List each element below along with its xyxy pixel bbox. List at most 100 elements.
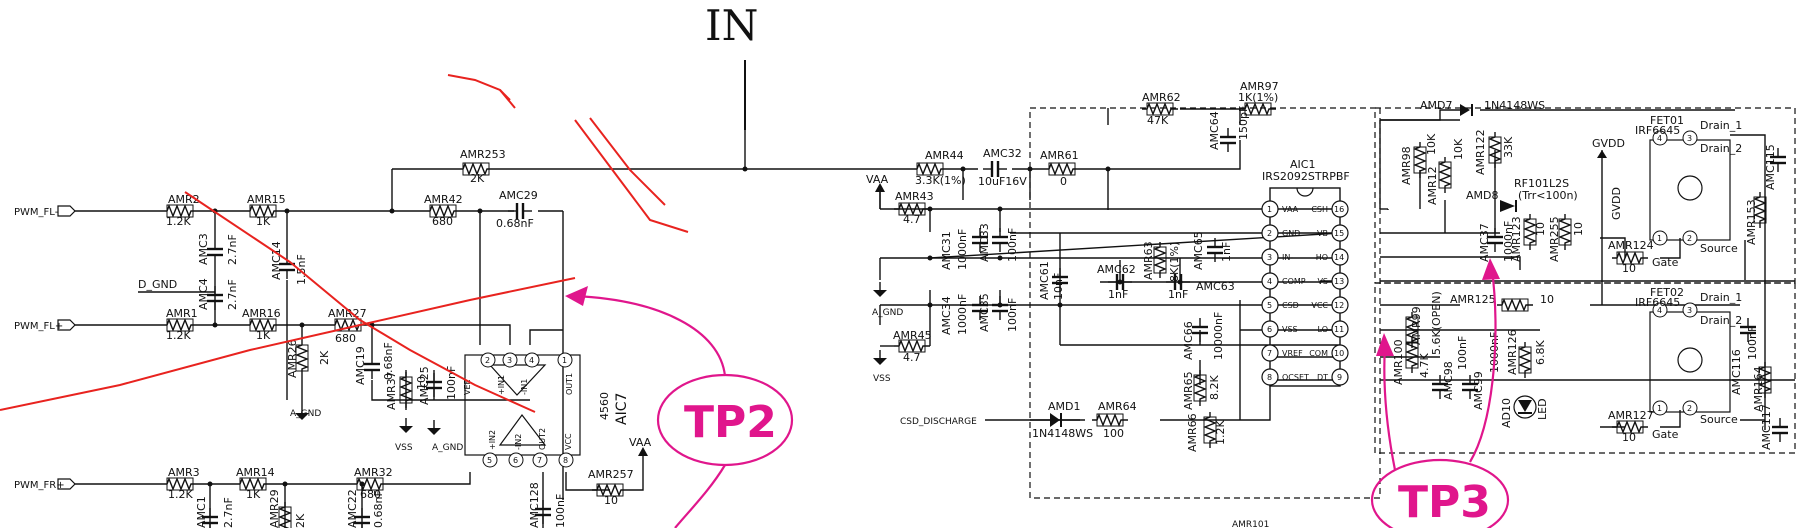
- ic-pin-right: [1331, 200, 1349, 218]
- ref-label: AMR61: [1040, 149, 1079, 162]
- capacitor-amc62: AMC62 1nF: [1097, 263, 1136, 301]
- gnd-a-gnd-2: A_GND: [426, 419, 463, 453]
- ref-label: AMR125: [1450, 293, 1496, 306]
- value-label: 0.68nF: [496, 217, 534, 230]
- value-label: 2.7nF: [226, 234, 239, 265]
- pin-label: Drain_1: [1700, 119, 1742, 132]
- ref-label: AMC29: [499, 189, 538, 202]
- pin-label: +IN2: [488, 430, 497, 450]
- net-label: A_GND: [290, 409, 321, 419]
- resistor-amr98: AMR98 10K: [1400, 133, 1438, 185]
- net-label: GVDD: [1592, 137, 1625, 150]
- pin-label: Drain_1: [1700, 291, 1742, 304]
- ic-pin-left: [1261, 224, 1279, 242]
- resistor-amr100: AMR100 4.7K: [1392, 336, 1431, 385]
- ref-label: AMC98: [1442, 361, 1455, 400]
- test-point-tp2: TP2: [565, 286, 794, 528]
- pin-label: Drain_2: [1700, 142, 1742, 155]
- ref-label: AMR62: [1142, 91, 1181, 104]
- diode-amd8: RF101L2S (Trr<100n) AMD8: [1466, 177, 1578, 212]
- value-label: 10: [1622, 431, 1636, 444]
- ic-pin-name: VAA: [1282, 205, 1299, 214]
- value-label: 100nF: [1006, 298, 1019, 332]
- ref-label: AMR44: [925, 149, 964, 162]
- ic-pin-number: 11: [1334, 325, 1344, 334]
- net-csd-discharge: CSD_DISCHARGE: [900, 417, 1015, 427]
- ic-pin-number: 3: [1267, 253, 1272, 262]
- value-label: 680: [335, 332, 356, 345]
- right-output-section: AMD7 1N4148WS AMR98 10K AMR12 10K AMR122…: [1374, 99, 1796, 454]
- mosfet-fet01: 4 3 1 2 FET01 IRF6645 Drain_1 Drain_2 So…: [1635, 114, 1742, 269]
- value-label: 0.68nF: [382, 342, 395, 380]
- part-label: 4560: [598, 392, 611, 420]
- ref-label: AMR124: [1608, 239, 1654, 252]
- resistor-amr127: AMR127 10: [1608, 409, 1654, 444]
- ref-label: AMR253: [460, 148, 506, 161]
- ref-label: AMR123: [1510, 216, 1523, 262]
- tp3-label: TP3: [1398, 477, 1491, 528]
- value-label: 2K: [294, 513, 307, 528]
- ic-pin-name: COM: [1309, 349, 1328, 358]
- gnd-a-gnd-1: A_GND: [290, 404, 321, 421]
- value-label: 10K: [1425, 133, 1438, 155]
- ic-pin-number: 15: [1334, 229, 1344, 238]
- ref-label: AMC61: [1038, 261, 1051, 300]
- resistor-amr16: AMR16 1K: [242, 307, 282, 342]
- value-label: 1K: [256, 215, 271, 228]
- ref-label: AMC1: [195, 496, 208, 528]
- ref-label: AMR37: [385, 371, 398, 410]
- value-label: 10K: [1452, 138, 1465, 160]
- capacitor-amc22: AMC22 0.68nF: [346, 489, 385, 528]
- ic-pin-number: 13: [1334, 277, 1344, 286]
- resistor-amr45: AMR45 4.7: [880, 305, 932, 364]
- net-pwm-fl-minus: PWM_FL-: [14, 205, 76, 218]
- value-label: 1000nF: [956, 294, 969, 335]
- value-label: 2K: [318, 350, 331, 365]
- value-label: IRF6645: [1635, 296, 1680, 309]
- capacitor-amc65: AMC65 1nF: [1192, 231, 1233, 270]
- ref-label: AMR14: [236, 466, 275, 479]
- net-pwm-fr-plus: PWM_FR+: [14, 478, 76, 491]
- handwritten-markup: IN TP2 TP3: [0, 1, 1510, 528]
- opamp-aic7: 2 3 4 1 5 6 7 8 VEE +IN1 -IN1 OUT1 +IN2 …: [463, 352, 630, 468]
- net-vss-1: VSS: [395, 417, 414, 453]
- value-label: 4.7: [903, 351, 921, 364]
- ref-label: AMC34: [940, 296, 953, 335]
- ref-label: AMR43: [895, 190, 934, 203]
- net-vss-2: VSS: [872, 349, 891, 384]
- ref-label: AIC7: [614, 393, 630, 425]
- pin-label: Source: [1700, 413, 1738, 426]
- resistor-amr99: AMR99 5.6K(OPEN): [1405, 291, 1443, 355]
- ic-pin-number: 8: [1267, 373, 1272, 382]
- value-label: 4.7: [903, 213, 921, 226]
- ref-label: AMC128: [528, 482, 541, 528]
- resistor-amr63: AMR63 8K(1%): [1142, 241, 1181, 282]
- resistor-amr66: AMR66 1.2K: [1186, 411, 1227, 452]
- svg-text:3: 3: [1687, 134, 1692, 143]
- net-label: PWM_FR+: [14, 480, 65, 491]
- svg-text:1: 1: [1657, 234, 1662, 243]
- net-label: VAA: [629, 436, 652, 449]
- ref-label: AMR126: [1506, 329, 1519, 375]
- svg-text:2: 2: [1687, 234, 1692, 243]
- ic-pin-name: DT: [1317, 373, 1328, 382]
- value-label: 1000nF: [1502, 221, 1515, 262]
- ic-pin-number: 12: [1334, 301, 1344, 310]
- resistor-amr97: AMR97 1K(1%): [1238, 80, 1279, 116]
- resistor-amr37: AMR37 10: [385, 371, 428, 410]
- ic-pin-left: [1261, 200, 1279, 218]
- value-label: 47K: [1147, 114, 1169, 127]
- mosfet-fet02: 4 3 1 2 FET02 IRF6645 Drain_1 Drain_2 So…: [1635, 286, 1742, 441]
- ref-label: AMR255: [1548, 216, 1561, 262]
- resistor-amr14: AMR14 1K: [234, 466, 275, 501]
- ref-label: AMC35: [978, 293, 991, 332]
- resistor-amr253: AMR253 2K: [457, 148, 506, 185]
- ref-label: AMR164: [1752, 366, 1765, 412]
- gnd-a-gnd-3: A_GND: [872, 281, 903, 318]
- net-label: CSD_DISCHARGE: [900, 417, 977, 427]
- pin-number: 6: [513, 456, 518, 465]
- value-label: 100nF: [1006, 228, 1019, 262]
- pin-label: OUT1: [565, 373, 574, 395]
- ref-label: AMC66: [1182, 321, 1195, 360]
